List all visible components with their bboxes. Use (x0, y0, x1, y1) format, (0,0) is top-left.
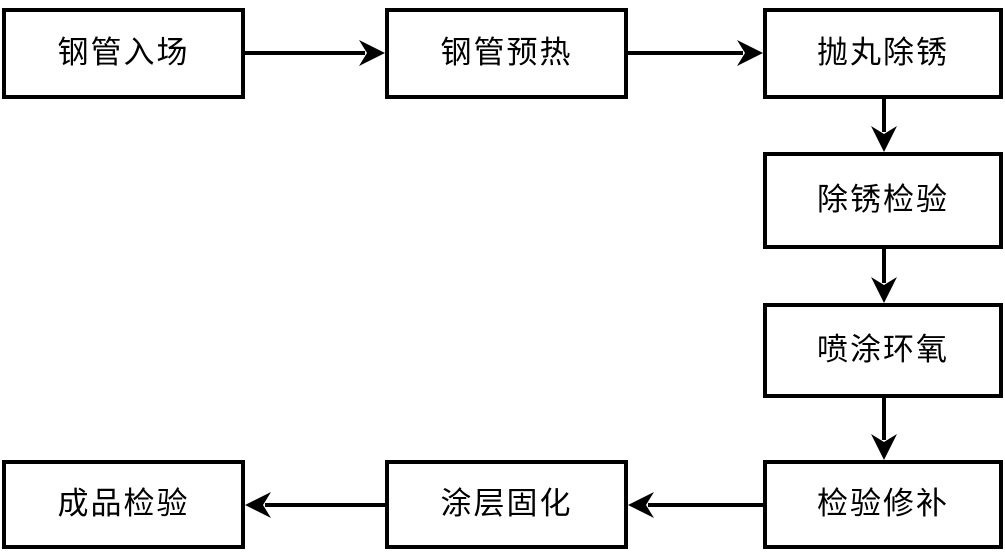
process-box-label: 除锈检验 (817, 182, 949, 218)
flow-arrow-n2-to-n3 (612, 37, 779, 69)
process-box-n7[interactable]: 涂层固化 (385, 460, 628, 549)
process-box-label: 成品检验 (57, 486, 190, 522)
flow-arrow-n5-to-n6 (868, 382, 900, 476)
flow-arrow-n6-to-n7 (612, 489, 779, 521)
process-box-label: 抛丸除锈 (817, 35, 949, 71)
process-box-n8[interactable]: 成品检验 (2, 460, 245, 549)
process-box-n2[interactable]: 钢管预热 (385, 8, 628, 99)
process-box-label: 涂层固化 (440, 486, 573, 522)
process-box-n3[interactable]: 抛丸除锈 (763, 8, 1003, 99)
process-box-n6[interactable]: 检验修补 (763, 460, 1003, 549)
process-box-label: 喷涂环氧 (817, 332, 949, 368)
flow-arrow-n4-to-n5 (868, 233, 900, 319)
process-box-n1[interactable]: 钢管入场 (2, 8, 245, 99)
flow-arrow-n3-to-n4 (868, 83, 900, 168)
process-box-label: 钢管预热 (440, 35, 573, 71)
process-box-n4[interactable]: 除锈检验 (763, 152, 1003, 249)
process-box-label: 检验修补 (817, 486, 949, 522)
process-box-n5[interactable]: 喷涂环氧 (763, 303, 1003, 398)
flow-arrow-n1-to-n2 (229, 37, 401, 69)
process-box-label: 钢管入场 (57, 35, 190, 71)
flow-arrow-n7-to-n8 (229, 489, 401, 521)
